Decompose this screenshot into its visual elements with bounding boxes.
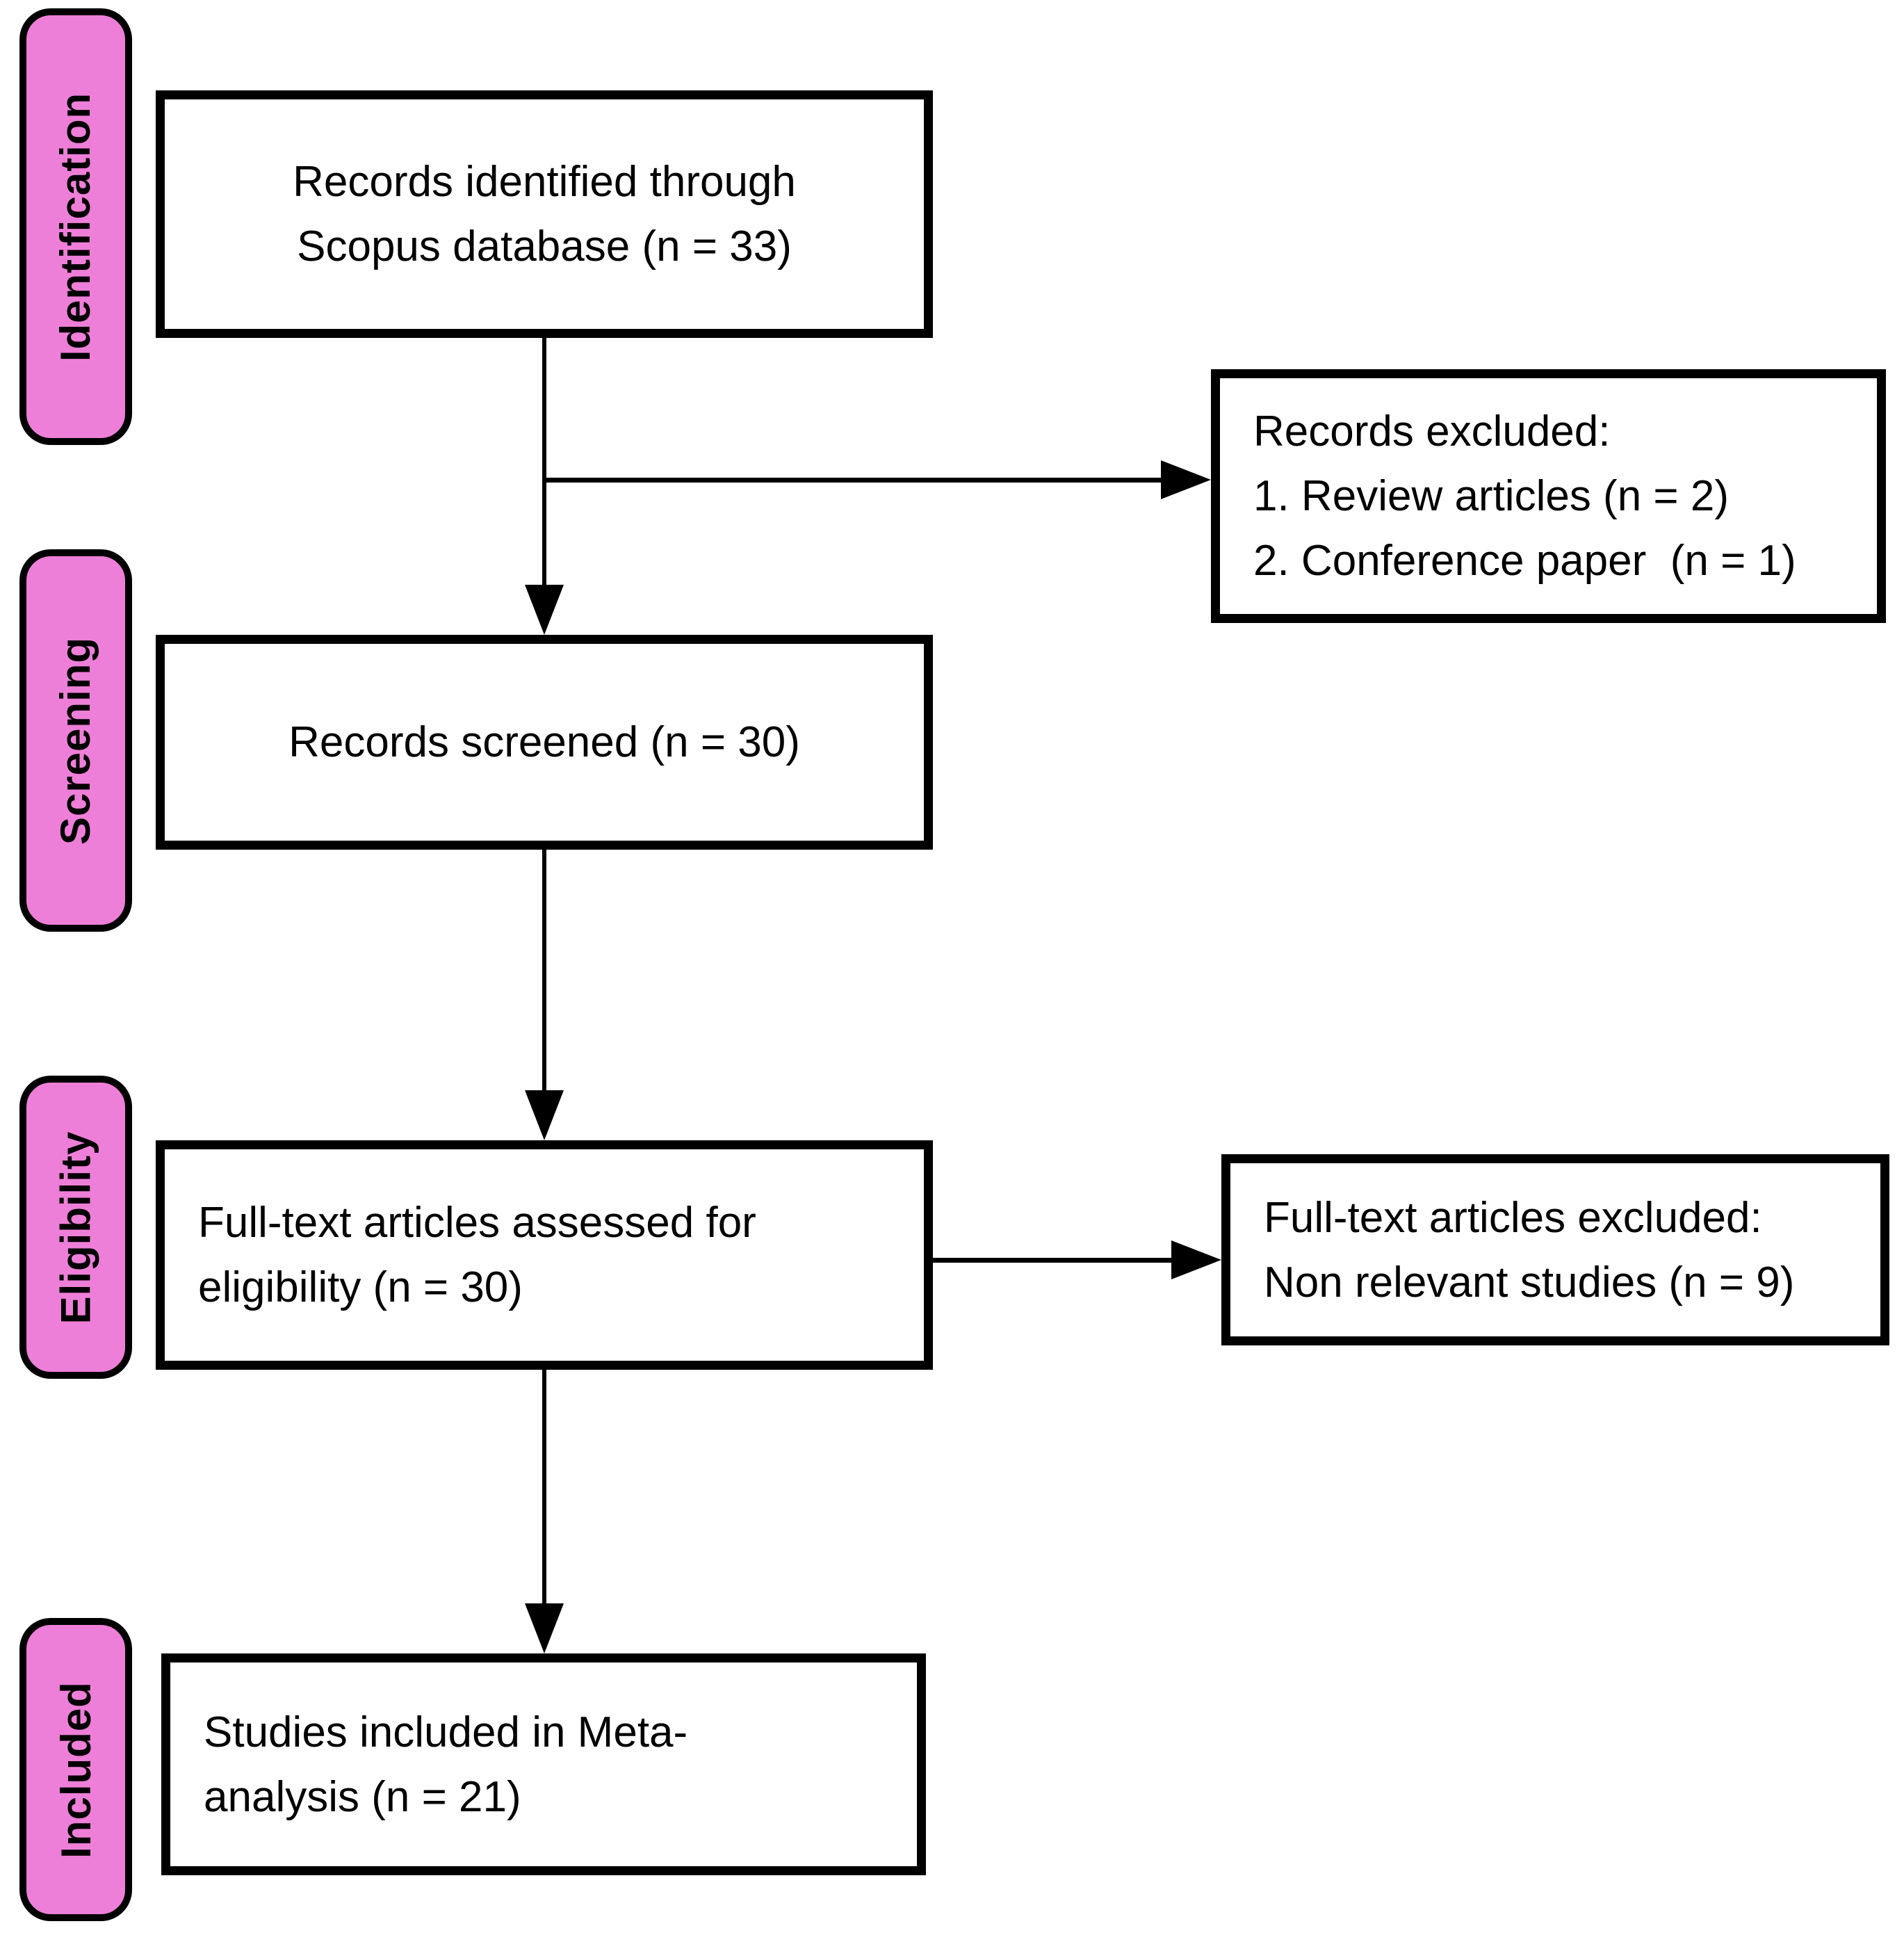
stage-label-eligibility: Eligibility — [19, 1076, 132, 1379]
stage-label-included-text: Included — [52, 1681, 99, 1859]
arrow-assessed-to-excluded-head — [1171, 1240, 1221, 1279]
arrow-assessed-to-included-line — [542, 1370, 546, 1603]
arrow-identified-to-excluded-line — [544, 478, 1161, 483]
arrow-identified-to-screened-line — [542, 338, 546, 585]
box-records-excluded: Records excluded: 1. Review articles (n … — [1211, 369, 1886, 623]
arrow-assessed-to-included-head — [525, 1603, 564, 1653]
arrow-identified-to-screened-head — [525, 585, 564, 635]
box-studies-included-text: Studies included in Meta- analysis (n = … — [204, 1708, 688, 1821]
box-fulltext-excluded-text: Full-text articles excluded: Non relevan… — [1264, 1193, 1795, 1306]
stage-label-included: Included — [19, 1618, 132, 1921]
arrow-identified-to-excluded-head — [1161, 460, 1211, 499]
box-fulltext-excluded: Full-text articles excluded: Non relevan… — [1221, 1154, 1889, 1345]
box-records-screened-text: Records screened (n = 30) — [288, 718, 800, 766]
box-records-identified-text: Records identified through Scopus databa… — [293, 158, 796, 270]
stage-label-identification: Identification — [19, 8, 132, 445]
box-records-screened: Records screened (n = 30) — [156, 635, 933, 850]
stage-label-eligibility-text: Eligibility — [52, 1131, 99, 1324]
box-records-excluded-text: Records excluded: 1. Review articles (n … — [1253, 407, 1796, 585]
box-studies-included: Studies included in Meta- analysis (n = … — [161, 1653, 926, 1875]
stage-label-screening-text: Screening — [52, 636, 99, 845]
stage-label-screening: Screening — [19, 549, 132, 932]
stage-label-identification-text: Identification — [52, 92, 99, 362]
arrow-assessed-to-excluded-line — [933, 1258, 1171, 1263]
arrow-screened-to-assessed-line — [542, 850, 546, 1090]
box-fulltext-assessed: Full-text articles assessed for eligibil… — [156, 1140, 933, 1370]
box-fulltext-assessed-text: Full-text articles assessed for eligibil… — [198, 1199, 756, 1311]
box-records-identified: Records identified through Scopus databa… — [156, 90, 933, 338]
arrow-screened-to-assessed-head — [525, 1090, 564, 1140]
